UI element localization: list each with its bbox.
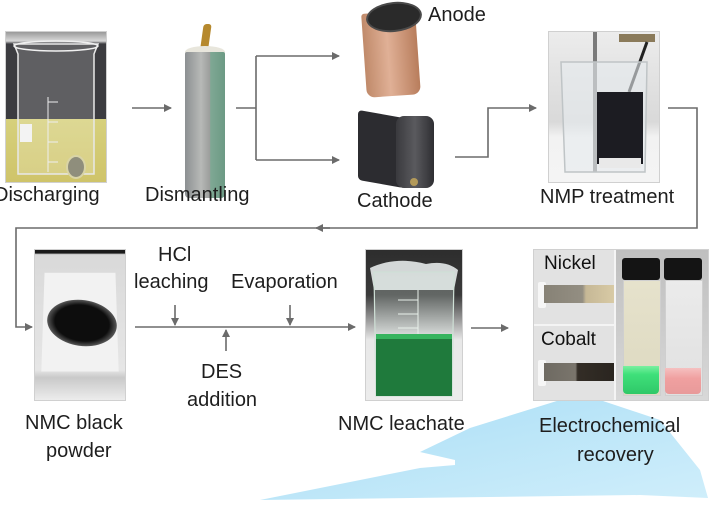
battery-body (185, 52, 225, 198)
label-leaching: leaching (134, 271, 209, 293)
step-label-discharging: Discharging (0, 184, 100, 206)
nickel-panel: Nickel (534, 250, 616, 326)
step-label-nmc-leachate: NMC leachate (338, 413, 465, 435)
step-label-electrochemical-2: recovery (577, 444, 654, 466)
cathode-photo (358, 108, 438, 189)
anode-photo (361, 0, 424, 98)
nmc-leachate-photo (366, 250, 462, 400)
nmp-treatment-photo (549, 32, 659, 182)
discharging-photo (6, 32, 106, 182)
leachate-beaker-icon (370, 260, 458, 397)
nmc-black-powder-photo (35, 250, 125, 400)
step-label-nmc-black-powder-2: powder (46, 440, 112, 462)
label-hcl: HCl (158, 244, 192, 266)
beaker-icon (12, 40, 100, 179)
step-label-cathode: Cathode (357, 190, 433, 212)
nickel-vial (622, 258, 661, 396)
electrochemical-recovery-photo: Nickel Cobalt (534, 250, 708, 400)
cobalt-vial (664, 258, 703, 396)
vials-panel (616, 250, 708, 400)
cobalt-electrode (544, 363, 614, 381)
nickel-label: Nickel (544, 253, 596, 274)
step-label-nmc-black-powder-1: NMC black (25, 412, 123, 434)
step-label-nmp-treatment: NMP treatment (540, 186, 675, 208)
nickel-electrode (544, 285, 614, 303)
step-label-anode: Anode (428, 4, 486, 26)
arrow-cathode-to-nmp (455, 104, 537, 158)
label-evaporation: Evaporation (231, 271, 338, 293)
beaker-stirrer-icon (560, 32, 655, 173)
step-label-electrochemical-1: Electrochemical (539, 415, 681, 437)
cobalt-panel: Cobalt (534, 326, 616, 400)
label-addition: addition (187, 389, 258, 411)
line-nmp-to-powder (15, 107, 698, 331)
cobalt-label: Cobalt (541, 329, 596, 350)
battery-tab (200, 24, 212, 48)
battery-cell-photo (184, 24, 228, 200)
step-label-dismantling: Dismantling (145, 184, 250, 206)
label-des: DES (201, 361, 243, 383)
